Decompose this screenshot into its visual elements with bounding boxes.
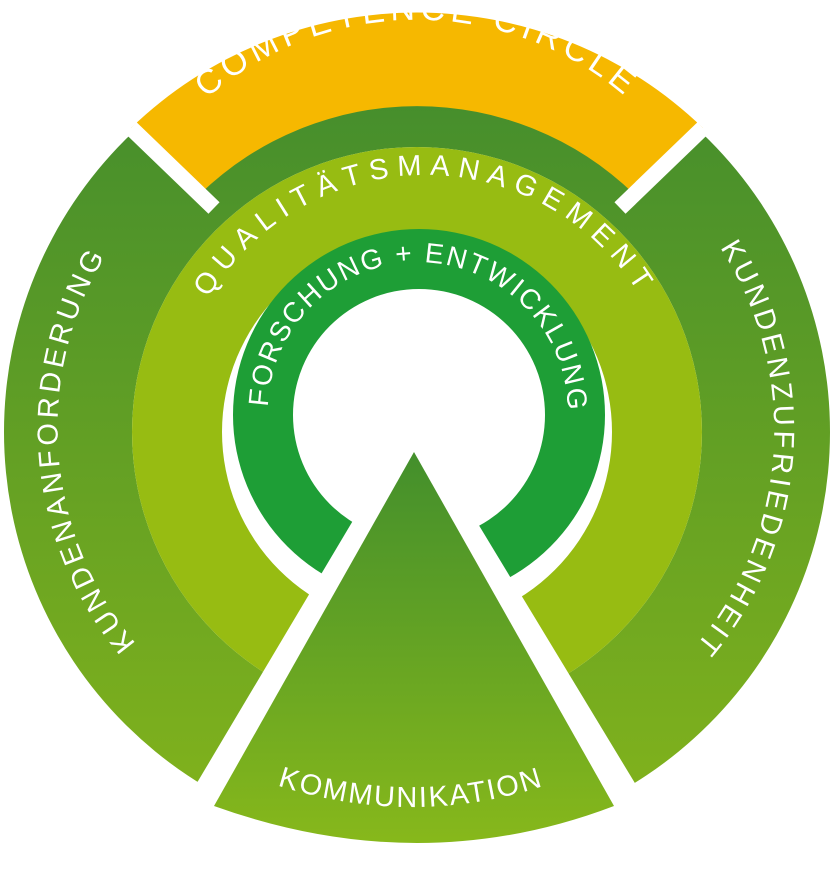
separator-left <box>125 122 220 214</box>
separator-right <box>614 122 709 214</box>
inner-ring <box>233 229 605 601</box>
triangle-segment <box>214 452 614 843</box>
middle-ring <box>132 147 702 717</box>
outer-ring-top-segment <box>131 12 703 194</box>
outer-ring <box>4 19 830 845</box>
